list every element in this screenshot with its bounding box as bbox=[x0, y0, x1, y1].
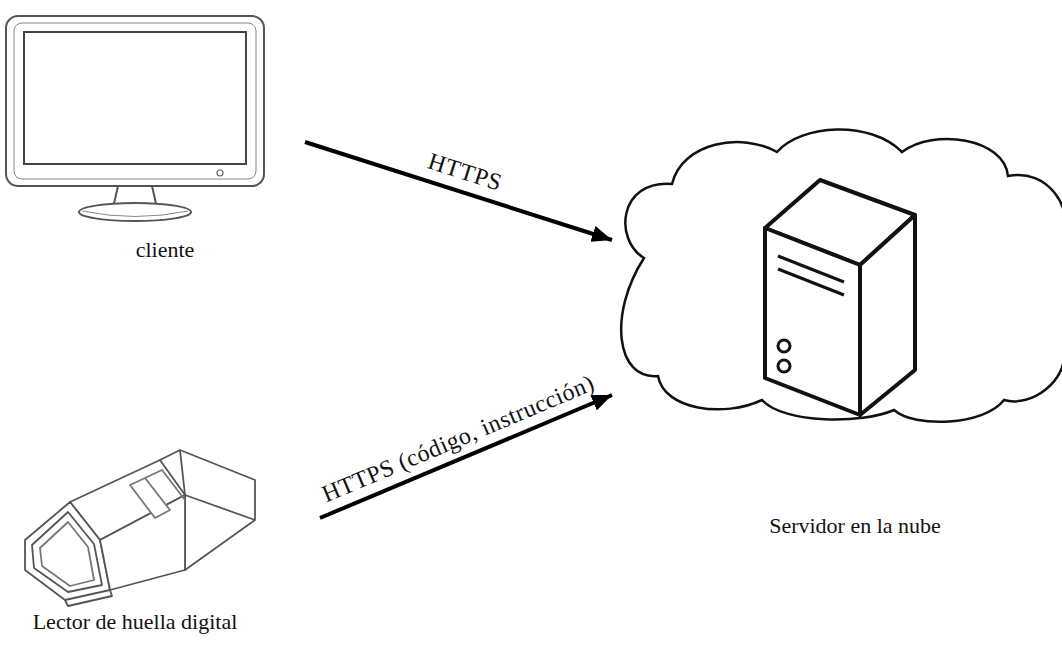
fingerprint-reader-illustration bbox=[10, 440, 270, 610]
arrow-connector bbox=[320, 395, 612, 518]
node-label: Lector de huella digital bbox=[33, 609, 238, 634]
client-node: cliente bbox=[40, 10, 290, 268]
edge-label: HTTPS bbox=[424, 148, 504, 196]
reader-node: Lector de huella digital bbox=[10, 440, 260, 640]
edge-label: HTTPS (código, instrucción) bbox=[318, 369, 598, 507]
monitor-illustration bbox=[0, 10, 290, 225]
arrow-connector bbox=[305, 142, 612, 240]
cloud-node: Servidor en la nube bbox=[612, 118, 1062, 544]
node-label: Servidor en la nube bbox=[769, 513, 941, 538]
node-label: cliente bbox=[136, 237, 195, 262]
cloud-server-illustration bbox=[612, 118, 1062, 428]
